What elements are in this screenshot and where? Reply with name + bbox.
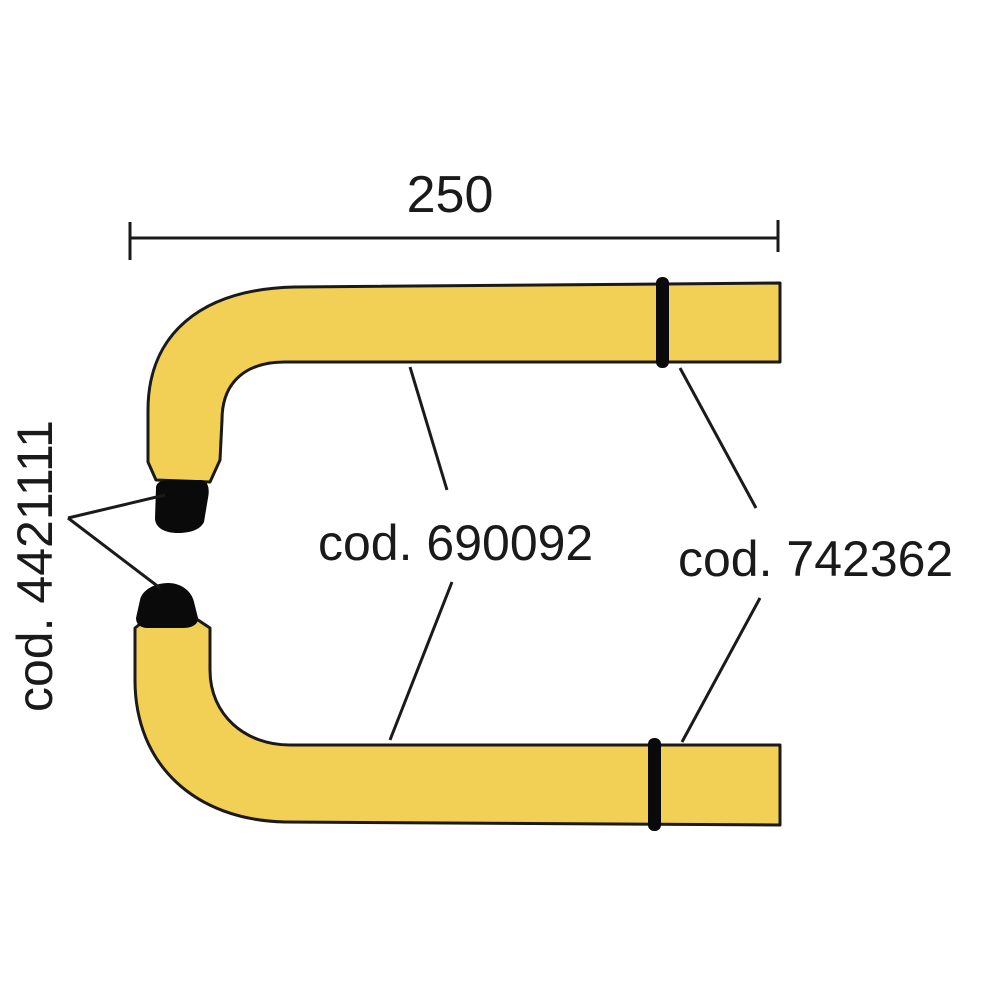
tube-leader-upper xyxy=(408,366,449,491)
upper-handle-tube xyxy=(146,281,782,484)
tip-leader-upper xyxy=(67,493,166,520)
tip-code-label: cod. 4421111 xyxy=(7,420,63,712)
dimension-line: 250 xyxy=(128,166,780,260)
ring-leader-lower xyxy=(680,597,762,743)
upper-handle xyxy=(146,277,782,533)
leader-lines xyxy=(67,366,762,743)
lower-ring xyxy=(648,738,661,831)
lower-handle xyxy=(133,583,782,831)
tube-leader-lower xyxy=(388,581,454,741)
upper-end-cap xyxy=(155,480,209,533)
lower-end-cap xyxy=(136,583,198,628)
tube-code-label: cod. 690092 xyxy=(318,515,593,571)
tip-leader-lower xyxy=(67,516,161,590)
lower-handle-tube xyxy=(133,618,782,827)
ring-leader-upper xyxy=(678,367,758,509)
dimension-label: 250 xyxy=(407,166,494,224)
ring-code-label: cod. 742362 xyxy=(678,531,953,587)
upper-ring xyxy=(656,277,669,368)
